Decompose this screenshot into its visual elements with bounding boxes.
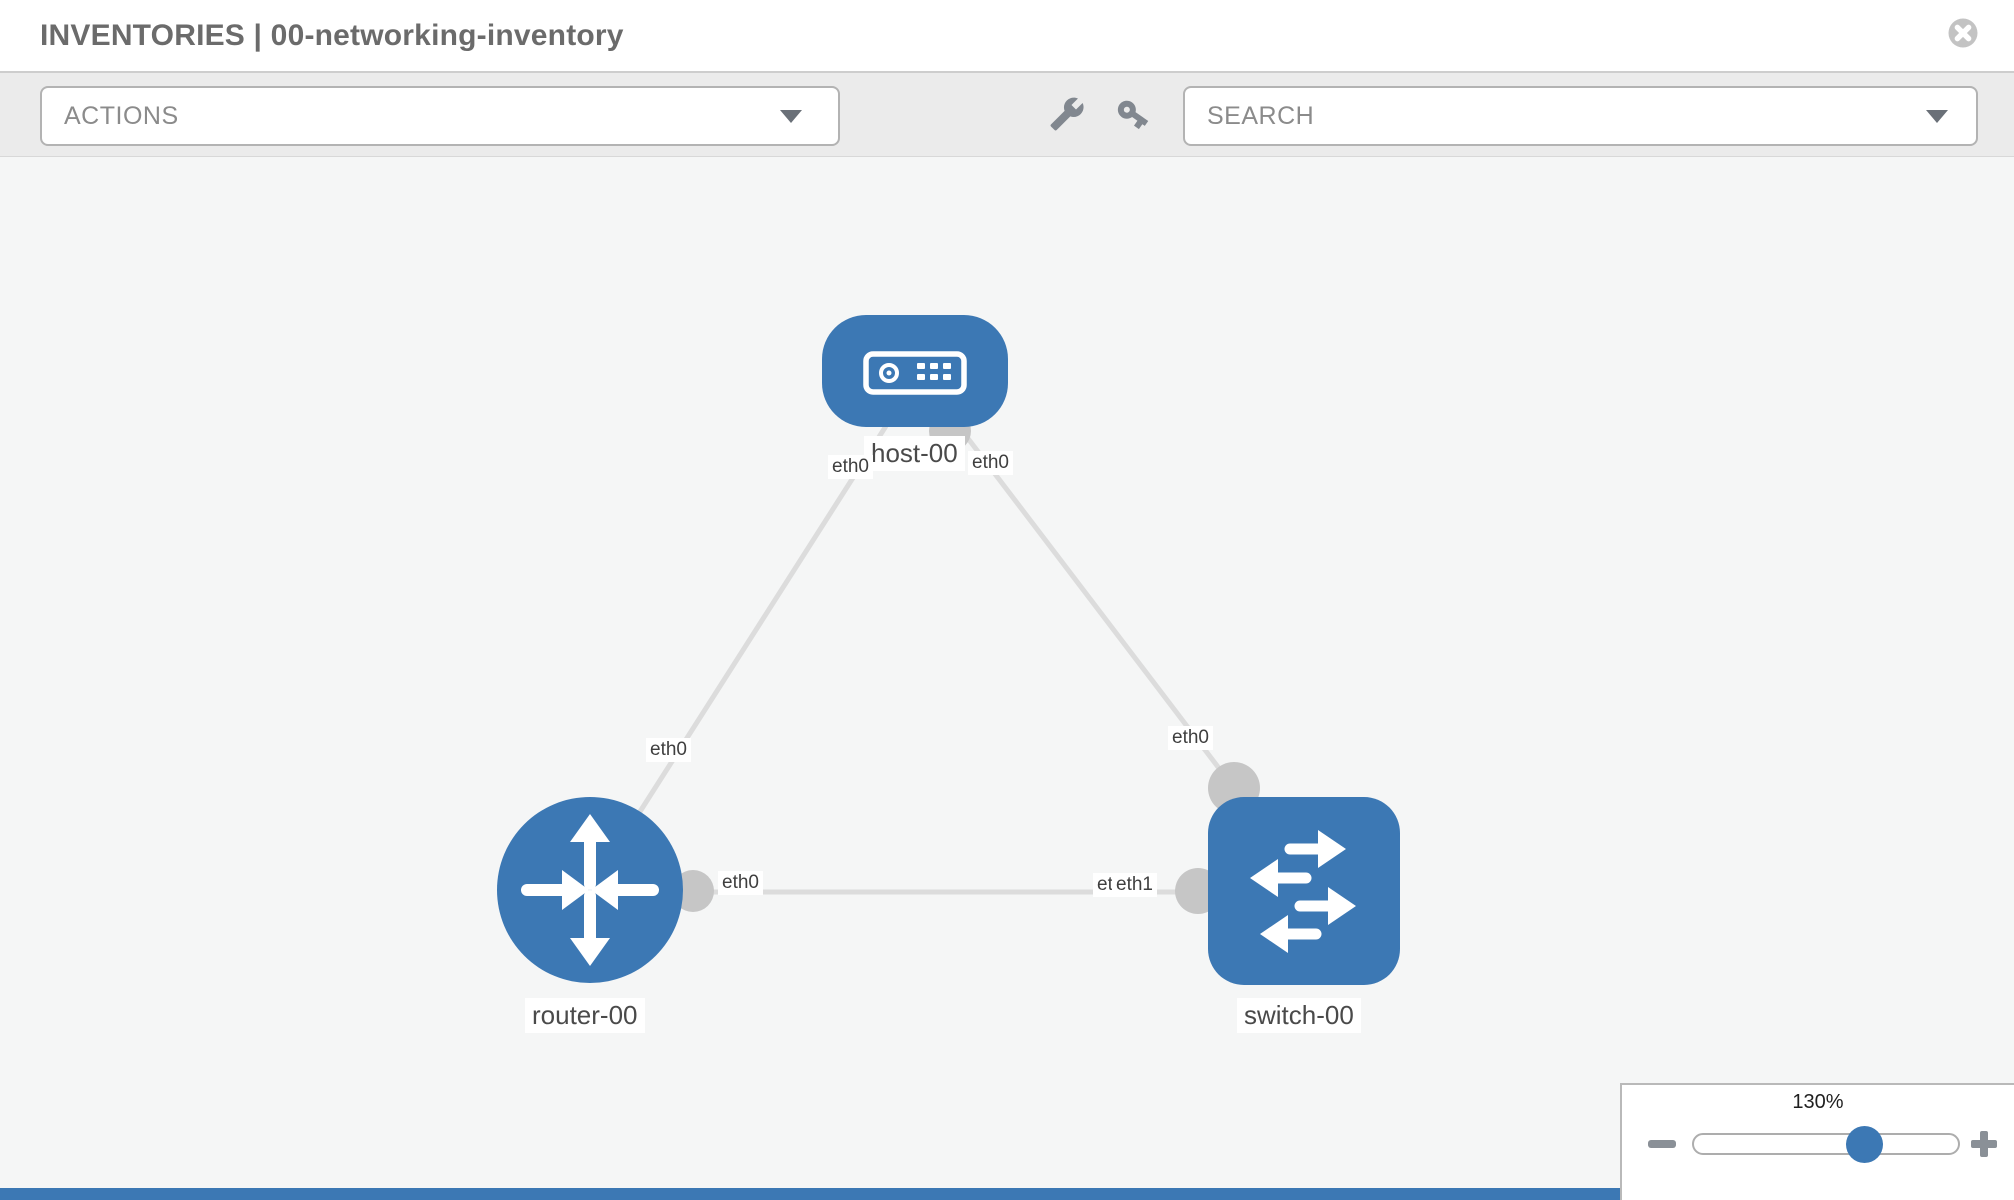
- node-router[interactable]: [497, 797, 683, 983]
- search-label: SEARCH: [1207, 101, 1315, 130]
- zoom-panel: 130%: [1620, 1083, 2014, 1200]
- interface-label-switch-left: eth1: [1112, 873, 1157, 897]
- zoom-out-button[interactable]: [1648, 1140, 1676, 1148]
- node-label-switch[interactable]: switch-00: [1237, 998, 1361, 1033]
- zoom-level-readout: 130%: [1792, 1091, 1844, 1113]
- toolbar: ACTIONS SEARCH: [0, 73, 2014, 157]
- chevron-down-icon: [1926, 110, 1948, 123]
- switch-node-shape[interactable]: [1208, 797, 1400, 985]
- router-icon: [521, 814, 659, 966]
- interface-label-host-right: eth0: [968, 451, 1013, 475]
- key-icon[interactable]: [1115, 96, 1151, 132]
- zoom-slider-thumb[interactable]: [1846, 1126, 1883, 1163]
- footer-bar: [0, 1188, 1620, 1200]
- plus-icon: [1980, 1131, 1988, 1157]
- chevron-down-icon: [780, 110, 802, 123]
- close-x-glyph: [1954, 24, 1972, 42]
- interface-label-router-right: eth0: [718, 871, 763, 895]
- interface-label-host-left: eth0: [828, 455, 873, 479]
- zoom-in-button[interactable]: [1971, 1131, 1997, 1157]
- node-switch[interactable]: [1208, 797, 1400, 985]
- host-node-shape[interactable]: [822, 315, 1008, 427]
- zoom-slider-track[interactable]: [1692, 1133, 1960, 1155]
- node-host[interactable]: [822, 315, 1008, 427]
- actions-label: ACTIONS: [64, 101, 179, 130]
- header: INVENTORIES | 00-networking-inventory: [0, 0, 2014, 73]
- page-title: INVENTORIES | 00-networking-inventory: [40, 18, 624, 52]
- actions-dropdown[interactable]: ACTIONS: [40, 86, 840, 146]
- switch-icon: [1250, 830, 1356, 953]
- node-label-router[interactable]: router-00: [525, 998, 645, 1033]
- node-label-host[interactable]: host-00: [864, 436, 965, 471]
- interface-label-router-top: eth0: [646, 738, 691, 762]
- wrench-icon[interactable]: [1049, 96, 1085, 132]
- interface-label-switch-top: eth0: [1168, 726, 1213, 750]
- close-button[interactable]: [1945, 15, 1981, 51]
- host-icon: [863, 351, 967, 395]
- search-dropdown[interactable]: SEARCH: [1183, 86, 1978, 146]
